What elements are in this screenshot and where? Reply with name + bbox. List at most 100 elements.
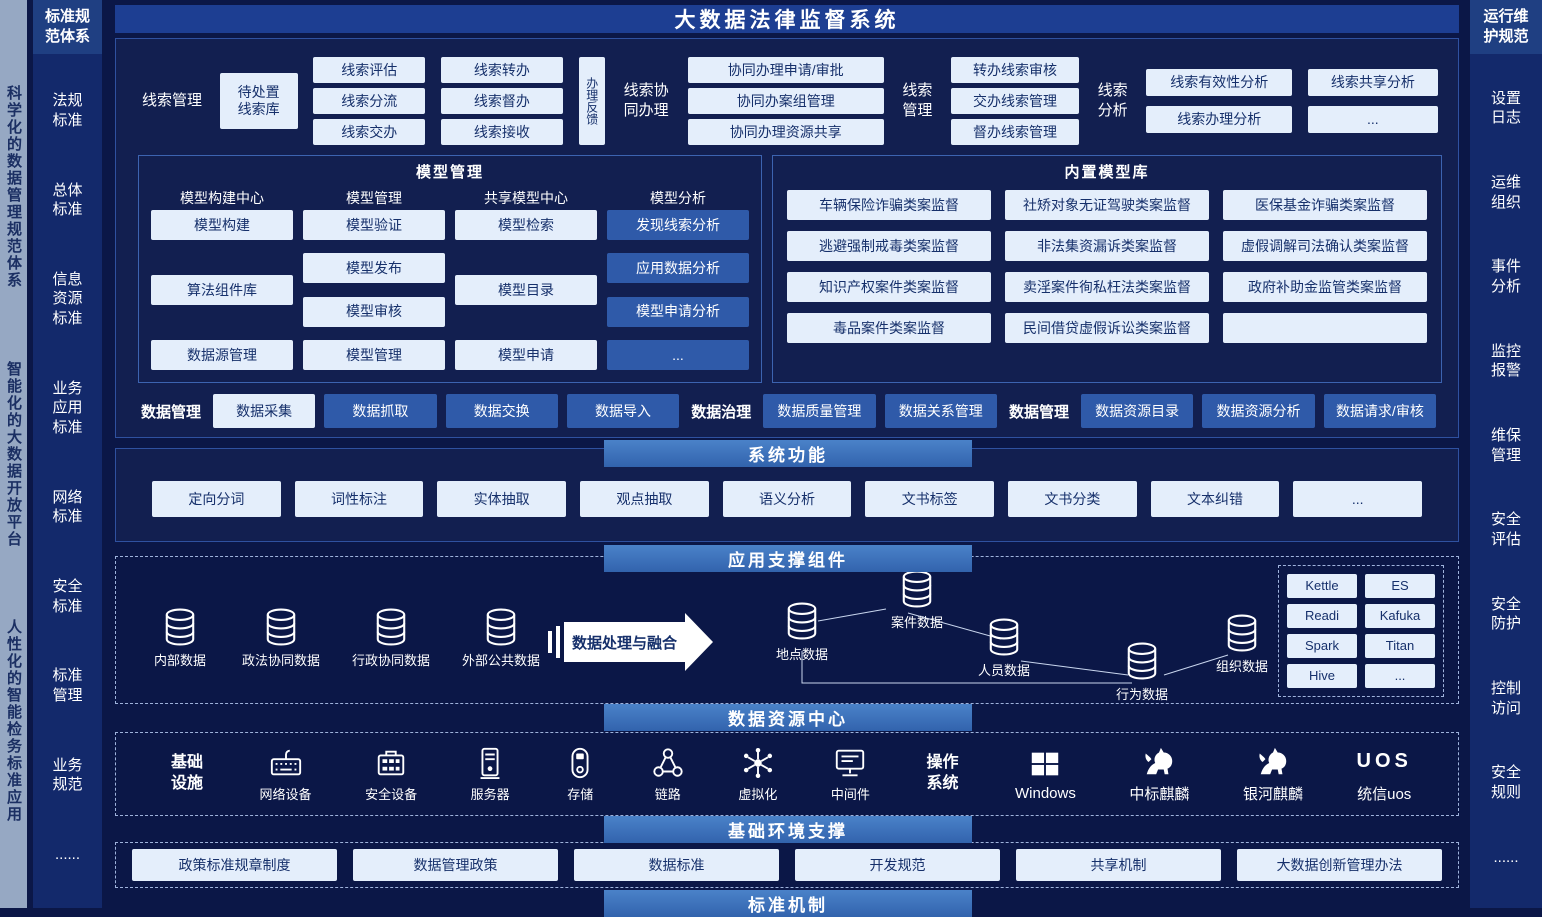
case-model-box: 社矫对象无证驾驶类案监督	[1005, 190, 1209, 220]
data-fusion-arrow: 数据处理与融合	[548, 613, 714, 671]
database-icon	[900, 569, 934, 609]
app-support-panel: 内部数据 政法协同数据 行政协同数据 外部公共数据 数据处理与融合 案件数据 地…	[115, 556, 1459, 704]
data-mgmt-item: 数据抓取	[324, 394, 437, 428]
sidebar-item: 监控报警	[1490, 342, 1521, 380]
data-node-organization: 组织数据	[1196, 613, 1288, 675]
fusion-arrow-label: 数据处理与融合	[564, 622, 686, 662]
device-link: 链路	[651, 746, 685, 803]
model-column-header: 共享模型中心	[484, 190, 568, 206]
model-box: 应用数据分析	[607, 253, 749, 284]
clue-box: 线索评估	[313, 57, 426, 83]
clue-col-a: 线索评估线索分流线索交办	[313, 57, 426, 145]
app-support-bar: 应用支撑组件	[604, 545, 972, 572]
sidebar-item: 安全标准	[52, 578, 83, 615]
device-security: 安全设备	[365, 746, 417, 803]
case-model-box: 车辆保险诈骗类案监督	[787, 190, 991, 220]
clue-box: 线索共享分析	[1307, 69, 1438, 96]
case-model-box: 逃避强制戒毒类案监督	[787, 231, 991, 261]
data-mgmt-item: 数据治理	[691, 403, 752, 421]
model-column-header: 模型分析	[650, 190, 706, 206]
system-functions-bar: 系统功能	[604, 440, 972, 467]
base-env-row: 政策标准规章制度数据管理政策数据标准开发规范共享机制大数据创新管理办法	[115, 842, 1459, 888]
standards-sidebar-title: 标准规范体系	[33, 0, 102, 54]
function-box: 语义分析	[722, 481, 852, 517]
function-box: 文书标签	[865, 481, 995, 517]
database-icon	[374, 607, 408, 647]
arrow-tail-bar	[556, 626, 560, 658]
sidebar-item: 事件分析	[1490, 258, 1521, 295]
data-source-item: 外部公共数据	[462, 607, 540, 669]
function-box: 定向分词	[152, 481, 281, 517]
tool-box: ES	[1365, 574, 1435, 598]
model-box: ...	[607, 339, 749, 370]
data-mgmt-item: 数据导入	[566, 394, 680, 428]
clue-collab-label: 线索协同办理	[623, 81, 669, 119]
clue-box: 线索有效性分析	[1146, 69, 1293, 96]
windows-logo-icon	[1032, 752, 1059, 775]
clue-mgmt2-label: 线索管理	[902, 81, 933, 119]
clue-analysis-col1: 线索有效性分析线索办理分析	[1146, 69, 1293, 133]
feedback-box: 办理反馈	[578, 57, 605, 145]
sidebar-item: 总体标准	[52, 181, 83, 219]
arrow-tail-bar	[548, 631, 552, 653]
clue-box: 督办线索管理	[951, 119, 1079, 145]
model-column-header: 模型管理	[346, 190, 402, 206]
data-node-case: 案件数据	[871, 569, 963, 631]
function-box: 文本纠错	[1150, 481, 1280, 517]
data-mgmt-item: 数据管理	[1008, 403, 1069, 421]
model-box: 模型审核	[303, 296, 445, 327]
model-library-title: 内置模型库	[1064, 164, 1150, 181]
database-icon	[1125, 641, 1159, 681]
os-windows: Windows	[1015, 747, 1076, 802]
clue-box: 协同办案组管理	[687, 88, 884, 114]
link-nodes-icon	[653, 747, 683, 777]
model-column-header: 模型构建中心	[180, 190, 264, 206]
rail-phrase: 智能化的大数据开放平台	[5, 360, 22, 548]
kylin-horse-icon	[1142, 745, 1176, 779]
case-model-box: 卖淫案件徇私枉法类案监督	[1005, 272, 1209, 302]
clue-box: 线索分流	[313, 88, 426, 114]
sidebar-item: 法规标准	[52, 92, 83, 129]
tool-box: Titan	[1365, 634, 1435, 658]
model-box: 数据源管理	[151, 340, 293, 370]
case-model-box: 毒品案件类案监督	[787, 313, 991, 343]
model-box: 模型验证	[303, 210, 445, 240]
data-node-behavior: 行为数据	[1096, 641, 1188, 703]
database-icon	[987, 617, 1021, 657]
policy-box: 开发规范	[795, 849, 1000, 881]
clue-box: 线索交办	[313, 119, 426, 145]
os-label: 操作系统	[926, 754, 959, 792]
virtualization-icon	[743, 747, 772, 778]
policy-box: 数据标准	[574, 849, 779, 881]
data-node-links	[801, 608, 1229, 684]
data-mgmt-item: 数据资源目录	[1080, 394, 1194, 428]
model-box: 模型检索	[455, 210, 597, 240]
database-icon	[264, 607, 298, 647]
clue-box: 线索转办	[440, 57, 563, 83]
data-node-person: 人员数据	[958, 617, 1050, 679]
data-mgmt-item: 数据关系管理	[884, 394, 997, 428]
sidebar-item: 安全规则	[1490, 764, 1521, 801]
model-box: 发现线索分析	[607, 210, 749, 240]
tool-box: Hive	[1287, 664, 1357, 688]
os-uos: UOS 统信uos	[1357, 745, 1412, 804]
clue-box: ...	[1307, 106, 1438, 133]
data-mgmt-item: 数据请求/审核	[1323, 394, 1437, 428]
ops-sidebar-items: 设置日志运维组织事件分析监控报警维保管理安全评估安全防护控制访问安全规则....…	[1470, 54, 1542, 908]
clue-analysis-col2: 线索共享分析...	[1307, 69, 1438, 133]
ops-sidebar: 运行维护规范 设置日志运维组织事件分析监控报警维保管理安全评估安全防护控制访问安…	[1470, 0, 1542, 908]
device-middleware: 中间件	[831, 746, 870, 803]
data-source-item: 行政协同数据	[352, 607, 430, 669]
clue-box: 线索督办	[440, 88, 563, 114]
pending-clue-box: 待处置线索库	[219, 73, 298, 129]
sidebar-item: 标准管理	[52, 667, 83, 704]
model-columns: 模型构建中心 模型构建算法组件库数据源管理 模型管理 模型验证模型发布模型审核模…	[139, 182, 761, 380]
sidebar-item: 控制访问	[1490, 680, 1521, 717]
model-mgmt-panel: 模型管理 模型构建中心 模型构建算法组件库数据源管理 模型管理 模型验证模型发布…	[138, 155, 762, 383]
data-resource-center-bar: 数据资源中心	[604, 704, 972, 731]
sidebar-item: 维保管理	[1490, 427, 1521, 464]
rail-phrase: 人性化的智能检务标准应用	[5, 618, 22, 823]
clue-col-b: 线索转办线索督办线索接收	[440, 57, 563, 145]
standards-sidebar-items: 法规标准总体标准信息资源标准业务应用标准网络标准安全标准标准管理业务规范....…	[33, 54, 102, 908]
